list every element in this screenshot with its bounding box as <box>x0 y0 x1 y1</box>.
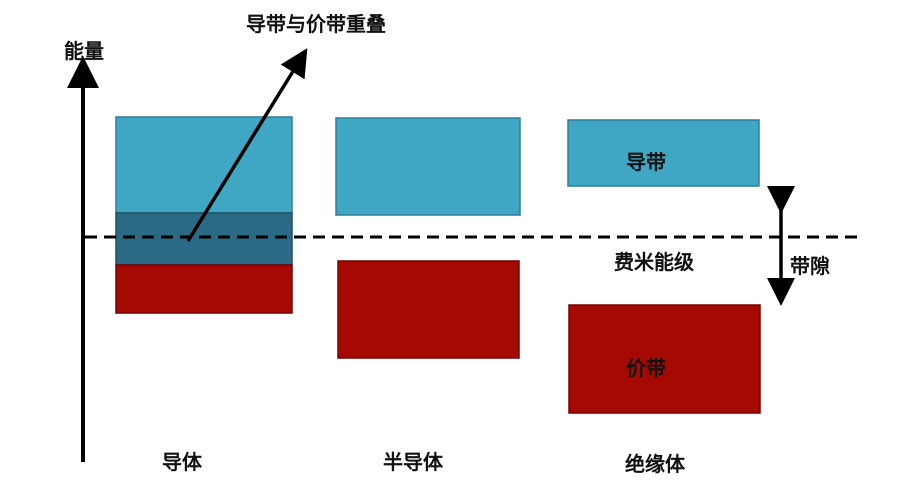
conductor-overlap-region <box>115 212 293 266</box>
semiconductor-conduction-band <box>335 117 521 216</box>
overlap-pointer-arrow <box>186 48 308 242</box>
valence-band-label: 价带 <box>626 356 666 380</box>
semiconductor-valence-band <box>337 260 520 359</box>
insulator-valence-band <box>568 304 761 414</box>
conductor-valence-band <box>115 264 293 314</box>
conductor-conduction-band <box>115 116 293 214</box>
material-label-semiconductor: 半导体 <box>383 450 443 474</box>
energy-axis-label: 能量 <box>64 39 104 63</box>
overlap-title: 导带与价带重叠 <box>246 12 386 36</box>
insulator-conduction-band <box>567 119 760 187</box>
material-label-insulator: 绝缘体 <box>625 452 685 476</box>
material-label-conductor: 导体 <box>162 450 202 474</box>
conduction-band-label: 导带 <box>626 150 666 174</box>
band-gap-label: 带隙 <box>790 254 830 278</box>
fermi-level-label: 费米能级 <box>614 250 694 274</box>
